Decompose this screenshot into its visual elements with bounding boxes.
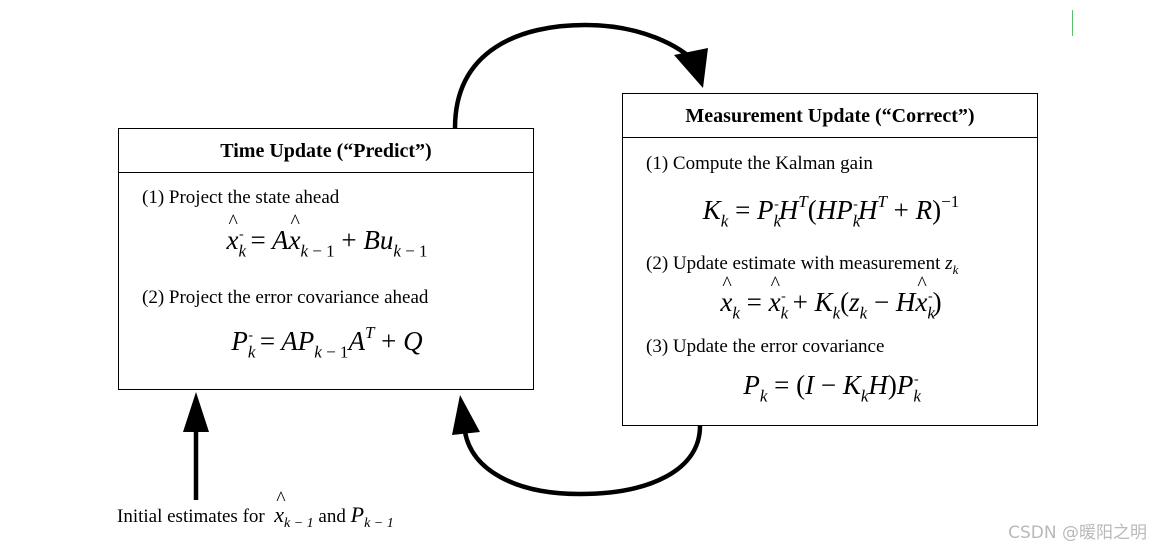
time-update-title: Time Update (“Predict”) xyxy=(119,129,533,173)
green-mark xyxy=(1072,10,1073,36)
initial-estimates-caption: Initial estimates for xk − 1 and Pk − 1 xyxy=(117,488,394,532)
time-step-1: (1) Project the state ahead xyxy=(142,187,340,208)
time-eq-covariance: Pk- = APk − 1AT + Q xyxy=(231,323,423,362)
caption-prefix: Initial estimates for xyxy=(117,506,265,527)
measure-step-3: (3) Update the error covariance xyxy=(646,336,885,357)
time-update-box: Time Update (“Predict”) (1) Project the … xyxy=(118,128,534,390)
watermark: CSDN @暖阳之明 xyxy=(1008,523,1147,543)
caption-conj: and xyxy=(318,506,346,527)
measure-step-2: (2) Update estimate with measurement zk xyxy=(646,253,959,277)
arrowhead-bottom xyxy=(452,395,480,435)
arrowhead-top xyxy=(674,48,708,88)
measure-step-2-label: (2) Update estimate with measurement xyxy=(646,253,941,274)
measurement-update-box: Measurement Update (“Correct”) (1) Compu… xyxy=(622,93,1038,426)
measure-eq-estimate: xk = xk- + Kk(zk − Hxk-) xyxy=(623,273,1039,324)
measure-step-1: (1) Compute the Kalman gain xyxy=(646,153,873,174)
arrow-predict-to-correct xyxy=(452,22,700,129)
measure-eq-gain: Kk = Pk-HT(HPk-HT + R)−1 xyxy=(702,192,960,231)
time-step-2: (2) Project the error covariance ahead xyxy=(142,287,429,308)
arrow-correct-to-predict xyxy=(462,425,703,497)
measurement-update-title: Measurement Update (“Correct”) xyxy=(623,94,1037,138)
measure-eq-covariance: Pk = (I − KkH)Pk- xyxy=(743,370,921,406)
arrowhead-initial xyxy=(183,392,209,432)
time-eq-state: xk- = Axk − 1 + Buk − 1 xyxy=(119,211,535,262)
